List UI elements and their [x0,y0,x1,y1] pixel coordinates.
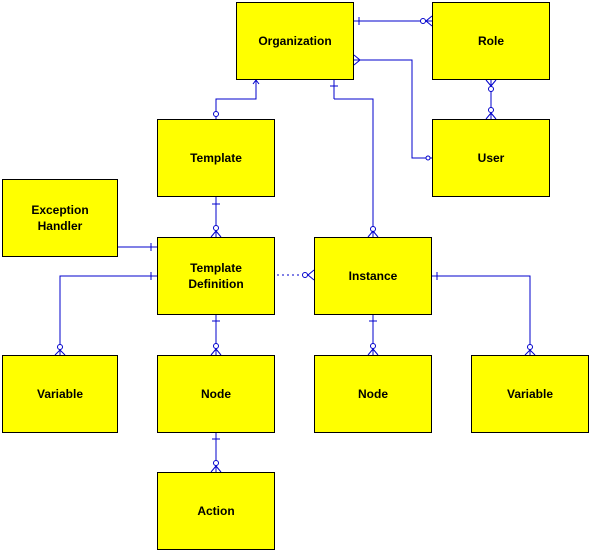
relationship-organization-user [353,54,432,161]
relationship-organization-role [354,15,433,27]
entity-template[interactable]: Template [157,119,275,197]
entity-label: Variable [506,387,554,401]
entity-role[interactable]: Role [432,2,550,80]
relationship-role-user [485,79,497,120]
entity-label: Variable [36,387,84,401]
relationship-instance-node [367,315,379,356]
entity-label: Template [190,151,242,165]
entity-exception-handler[interactable]: Exception Handler [2,179,118,257]
entity-label: Exception Handler [31,203,89,233]
relationship-instance-variable [432,272,536,356]
entity-label: User [477,151,505,165]
relationship-organization-instance [330,80,379,238]
entity-label: Template Definition [188,261,244,291]
relationship-node-action [210,433,222,473]
relationship-organization-template [213,79,260,119]
entity-action[interactable]: Action [157,472,275,550]
relationship-definition-node [210,315,222,356]
relationship-exception-definition [118,243,157,251]
relationship-definition-instance [277,269,315,281]
entity-label: Instance [348,269,398,283]
entity-variable-instance[interactable]: Variable [471,355,589,433]
entity-label: Node [201,387,231,401]
relationship-definition-variable [54,272,157,356]
entity-node-instance[interactable]: Node [314,355,432,433]
relationship-template-definition [210,197,222,238]
entity-instance[interactable]: Instance [314,237,432,315]
entity-label: Action [197,504,235,518]
entity-organization[interactable]: Organization [236,2,354,80]
entity-label: Node [358,387,388,401]
entity-label: Role [477,34,504,48]
entity-label: Organization [258,34,332,48]
entity-template-definition[interactable]: Template Definition [157,237,275,315]
entity-variable-definition[interactable]: Variable [2,355,118,433]
entity-node-definition[interactable]: Node [157,355,275,433]
entity-user[interactable]: User [432,119,550,197]
